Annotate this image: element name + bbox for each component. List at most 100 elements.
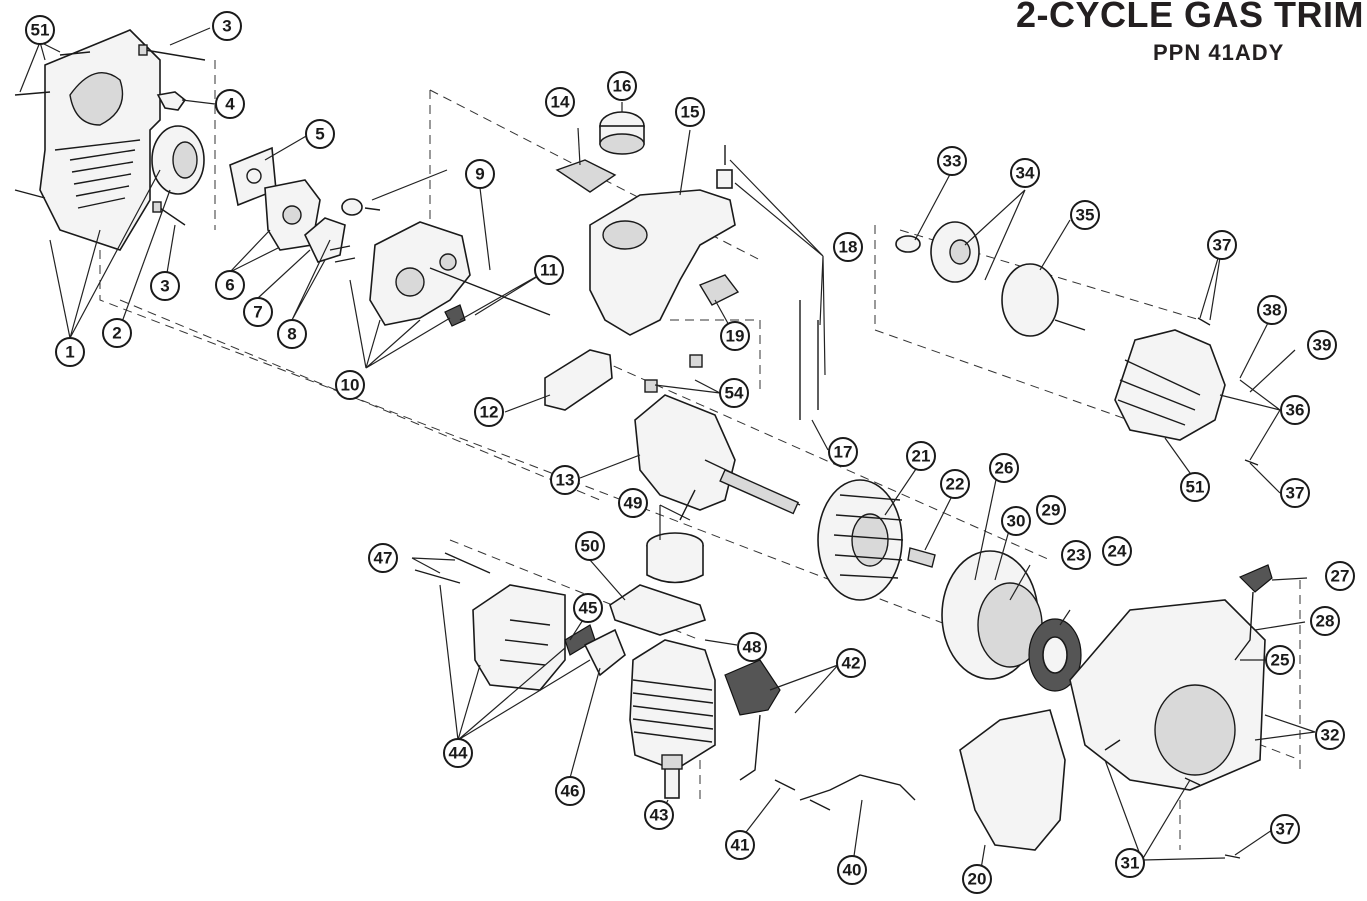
callout-23: 23 [1061,540,1091,570]
svg-text:3: 3 [222,17,231,36]
svg-text:3: 3 [160,277,169,296]
callout-26: 26 [989,453,1019,483]
svg-text:51: 51 [1186,478,1205,497]
callout-21: 21 [906,441,936,471]
air-filter-cover [39,29,161,251]
starter-pulley [941,550,1043,680]
svg-text:20: 20 [968,870,987,889]
callout-6: 6 [215,270,245,300]
svg-text:24: 24 [1108,542,1127,561]
svg-text:38: 38 [1263,301,1282,320]
svg-text:19: 19 [726,327,745,346]
callout-50: 49 [618,488,648,518]
fuel-line [799,300,819,420]
svg-text:40: 40 [843,861,862,880]
fan-housing [1114,329,1226,441]
svg-text:16: 16 [613,77,632,96]
svg-text:22: 22 [946,475,965,494]
callout-48: 47 [368,543,398,573]
callout-18: 18 [833,232,863,262]
callout-34: 34 [1010,158,1040,188]
guard [959,709,1066,851]
svg-text:12: 12 [480,403,499,422]
svg-text:37: 37 [1276,820,1295,839]
svg-text:21: 21 [912,447,931,466]
svg-text:14: 14 [551,93,570,112]
fuel-cap [599,111,645,155]
ground-wire [799,774,916,801]
svg-text:42: 42 [842,654,861,673]
callout-19: 19 [720,321,750,351]
callout-51: 50 [575,531,605,561]
starter-screws [1104,739,1241,859]
svg-text:46: 46 [561,782,580,801]
callout-7: 7 [243,297,273,327]
svg-text:1: 1 [65,343,74,362]
callout-31: 31 [1115,848,1145,878]
svg-text:25: 25 [1271,651,1290,670]
callout-15: 15 [675,97,705,127]
carburetor [264,179,321,251]
svg-text:33: 33 [943,152,962,171]
callout-33: 33 [937,146,967,176]
svg-text:43: 43 [650,806,669,825]
svg-text:32: 32 [1321,726,1340,745]
callout-9: 9 [465,159,495,189]
callout-25: 25 [1265,645,1295,675]
callout-38: 38 [1257,295,1287,325]
callout-32: 32 [1315,720,1345,750]
callout-36: 36 [1280,395,1310,425]
bolts-54 [644,354,703,393]
flywheel [817,479,904,601]
svg-text:39: 39 [1313,336,1332,355]
starter-handle [1234,564,1273,661]
svg-text:49: 49 [624,494,643,513]
diagram-subtitle: PPN 41ADY [1153,40,1285,65]
svg-text:35: 35 [1076,206,1095,225]
callout-40b: 51 [1180,472,1210,502]
callout-28: 28 [1310,606,1340,636]
svg-text:41: 41 [731,836,750,855]
piston [646,489,704,584]
svg-text:54: 54 [725,384,744,403]
callout-5: 5 [305,119,335,149]
svg-text:10: 10 [341,376,360,395]
svg-text:48: 48 [743,638,762,657]
svg-text:44: 44 [449,744,468,763]
svg-text:7: 7 [253,303,262,322]
svg-text:37: 37 [1213,236,1232,255]
svg-text:8: 8 [287,325,296,344]
tank-bracket [698,274,740,306]
diagram-title: 2-CYCLE GAS TRIM [1016,0,1365,35]
fuel-pad [555,159,617,193]
callout-3b: 3 [150,271,180,301]
svg-text:6: 6 [225,276,234,295]
callout-43: 42 [836,648,866,678]
callout-37a: 37 [1207,230,1237,260]
callout-3a: 3 [212,11,242,41]
svg-text:27: 27 [1331,567,1350,586]
intake-gasket [304,217,346,263]
screw-8 [329,245,356,263]
muffler-bolts [414,552,491,584]
svg-text:13: 13 [556,471,575,490]
callout-bubbles: 51 3 4 5 3 2 1 6 7 8 9 10 11 12 13 14 15… [25,11,1355,894]
svg-text:26: 26 [995,459,1014,478]
callout-13: 13 [550,465,580,495]
callout-1: 1 [55,337,85,367]
callout-22: 22 [940,469,970,499]
switch-bracket [774,779,831,811]
svg-text:18: 18 [839,238,858,257]
svg-text:4: 4 [225,95,235,114]
callout-27: 27 [1325,561,1355,591]
callout-41: 40 [837,855,867,885]
callout-11: 11 [534,255,564,285]
ignition-module [724,659,781,781]
cylinder-gasket [544,349,613,411]
callout-4: 4 [215,89,245,119]
screws-left [14,44,206,226]
starter-housing [1069,599,1266,791]
callout-2: 2 [102,318,132,348]
callout-37b: 37 [1280,478,1310,508]
